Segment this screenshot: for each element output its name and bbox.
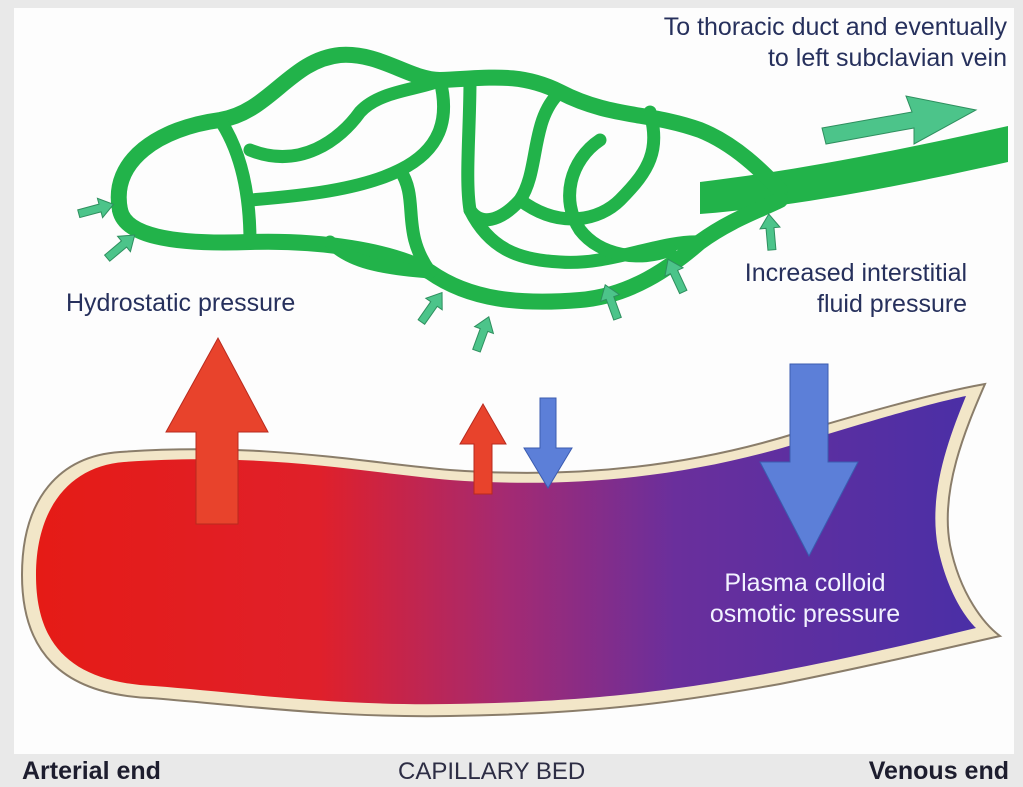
arterial-end-label: Arterial end — [22, 756, 161, 787]
venous-end-label: Venous end — [869, 756, 1009, 787]
thoracic-duct-label: To thoracic duct and eventually to left … — [664, 12, 1007, 74]
interstitial-label-line1: Increased interstitial — [707, 258, 967, 289]
interstitial-pressure-label: Increased interstitial fluid pressure — [707, 258, 967, 320]
plasma-label-line1: Plasma colloid — [660, 568, 950, 599]
plasma-osmotic-label: Plasma colloid osmotic pressure — [660, 568, 950, 630]
thoracic-duct-label-line1: To thoracic duct and eventually — [664, 12, 1007, 43]
plasma-label-line2: osmotic pressure — [660, 599, 950, 630]
thoracic-duct-label-line2: to left subclavian vein — [664, 43, 1007, 74]
interstitial-label-line2: fluid pressure — [707, 289, 967, 320]
hydrostatic-pressure-label: Hydrostatic pressure — [66, 288, 295, 319]
capillary-bed-label: CAPILLARY BED — [398, 756, 585, 787]
